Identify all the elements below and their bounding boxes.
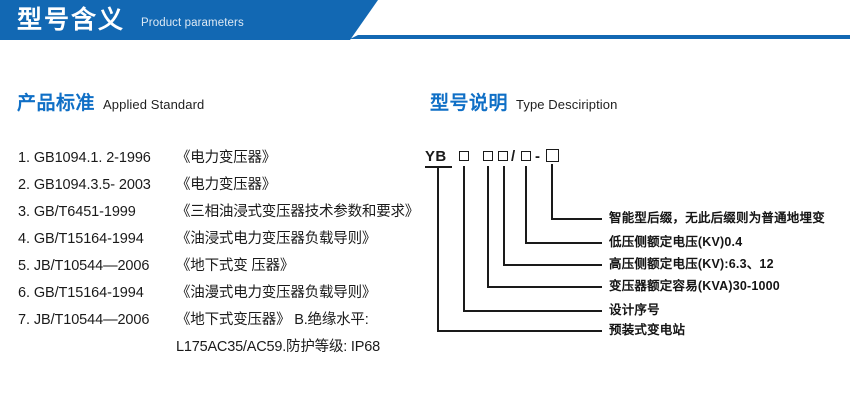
code-placeholder-box-3 xyxy=(498,151,508,161)
standard-name: 《地下式变 压器》 xyxy=(176,258,295,274)
leader-line-horizontal-intelligent-suffix xyxy=(551,218,602,220)
list-item: 5. JB/T10544—2006 《地下式变 压器》 xyxy=(18,254,438,281)
banner-underline-rule xyxy=(350,35,850,39)
section-heading-applied-standard: 产品标准 Applied Standard xyxy=(17,88,204,115)
standard-number: GB/T15164-1994 xyxy=(33,285,144,301)
banner-background-shape xyxy=(0,0,380,40)
leader-line-vertical-design-serial xyxy=(463,166,465,312)
standard-code: 5. JB/T10544—2006 xyxy=(18,258,176,274)
list-item: 1. GB1094.1. 2-1996 《电力变压器》 xyxy=(18,146,438,173)
standard-number: JB/T10544—2006 xyxy=(33,258,150,274)
model-code-prefix: YB xyxy=(425,148,447,165)
callout-label-design-serial: 设计序号 xyxy=(609,303,660,317)
section-heading-english: Applied Standard xyxy=(103,97,205,112)
standard-name: 《油漫式电力变压器负载导则》 xyxy=(176,285,377,301)
standard-index: 1. xyxy=(18,150,30,166)
standards-list: 1. GB1094.1. 2-1996 《电力变压器》 2. GB1094.3.… xyxy=(18,146,438,362)
code-placeholder-box-4 xyxy=(521,151,531,161)
list-item: 7. JB/T10544—2006 《地下式变压器》 B.绝缘水平: xyxy=(18,308,438,335)
standard-number: GB1094.3.5- 2003 xyxy=(33,177,151,193)
callout-label-lv-rated-voltage: 低压侧额定电压(KV)0.4 xyxy=(609,235,743,249)
standard-code: 1. GB1094.1. 2-1996 xyxy=(18,150,176,166)
leader-line-horizontal-lv-voltage xyxy=(525,242,602,244)
standard-number: JB/T10544—2006 xyxy=(33,312,150,328)
list-item: 4. GB/T15164-1994 《油浸式电力变压器负载导则》 xyxy=(18,227,438,254)
type-code-diagram: YB / - 智能型后缀，无此后缀则为普通地埋变 低压侧额定电压(KV)0.4 … xyxy=(425,140,850,340)
standard-name: 《电力变压器》 xyxy=(176,150,277,166)
standard-number: GB/T6451-1999 xyxy=(33,204,136,220)
callout-label-intelligent-suffix: 智能型后缀，无此后缀则为普通地埋变 xyxy=(609,211,825,225)
standard-name: 《三相油浸式变压器技术参数和要求》 xyxy=(176,204,420,220)
list-item: 6. GB/T15164-1994 《油漫式电力变压器负载导则》 xyxy=(18,281,438,308)
standard-name: 《油浸式电力变压器负载导则》 xyxy=(176,231,377,247)
standard-index: 3. xyxy=(18,204,30,220)
standard-index: 2. xyxy=(18,177,30,193)
section-heading-chinese: 产品标准 xyxy=(17,93,96,114)
standard-index: 7. xyxy=(18,312,30,328)
code-slash-separator: / xyxy=(511,148,516,165)
list-item: 3. GB/T6451-1999 《三相油浸式变压器技术参数和要求》 xyxy=(18,200,438,227)
leader-line-horizontal-design-serial xyxy=(463,310,602,312)
callout-label-hv-rated-voltage: 高压侧额定电压(KV):6.3、12 xyxy=(609,257,774,271)
leader-line-horizontal-hv-voltage xyxy=(503,264,602,266)
standard-code: 7. JB/T10544—2006 xyxy=(18,312,176,328)
standard-name: 《地下式变压器》 B.绝缘水平: xyxy=(176,312,369,328)
leader-line-vertical-intelligent-suffix xyxy=(551,164,553,220)
leader-line-vertical-hv-voltage xyxy=(503,166,505,266)
callout-label-rated-capacity: 变压器额定容易(KVA)30-1000 xyxy=(609,279,780,293)
code-placeholder-box-5 xyxy=(546,149,559,162)
standard-index: 6. xyxy=(18,285,30,301)
standard-number: GB1094.1. 2-1996 xyxy=(33,150,151,166)
section-heading-chinese: 型号说明 xyxy=(430,93,509,114)
banner-title-english: Product parameters xyxy=(141,17,244,29)
leader-line-horizontal-substation-type xyxy=(437,330,602,332)
standard-number: GB/T15164-1994 xyxy=(33,231,144,247)
standard-code: 6. GB/T15164-1994 xyxy=(18,285,176,301)
section-heading-english: Type Desciription xyxy=(516,97,618,112)
list-item: 2. GB1094.3.5- 2003 《电力变压器》 xyxy=(18,173,438,200)
code-placeholder-box-2 xyxy=(483,151,493,161)
code-placeholder-box-1 xyxy=(459,151,469,161)
leader-line-vertical-substation-type xyxy=(437,166,439,332)
standard-index: 4. xyxy=(18,231,30,247)
page-header-banner: 型号含义 Product parameters xyxy=(0,0,850,46)
standard-name: 《电力变压器》 xyxy=(176,177,277,193)
code-dash-separator: - xyxy=(535,148,540,165)
standard-continuation-line: L175AC35/AC59.防护等级: IP68 xyxy=(176,339,380,355)
leader-line-vertical-rated-capacity xyxy=(487,166,489,288)
banner-title-chinese: 型号含义 xyxy=(17,6,126,34)
callout-label-substation-type: 预装式变电站 xyxy=(609,323,686,337)
standard-index: 5. xyxy=(18,258,30,274)
standard-code: 4. GB/T15164-1994 xyxy=(18,231,176,247)
standard-code: 2. GB1094.3.5- 2003 xyxy=(18,177,176,193)
section-heading-type-description: 型号说明 Type Desciription xyxy=(430,88,617,115)
leader-line-horizontal-rated-capacity xyxy=(487,286,602,288)
standard-code: 3. GB/T6451-1999 xyxy=(18,204,176,220)
leader-line-vertical-lv-voltage xyxy=(525,166,527,244)
